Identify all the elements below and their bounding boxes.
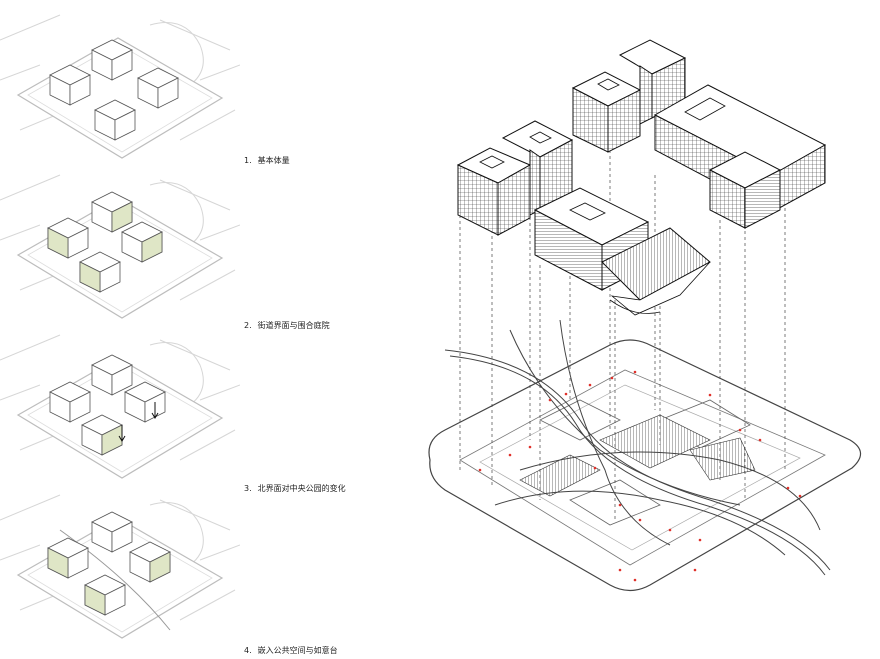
- step-4-label: 4.嵌入公共空间与如意台: [244, 646, 338, 655]
- step-1-diagram: [0, 14, 240, 159]
- projection-lines: [459, 150, 786, 520]
- building-east-block: [653, 84, 827, 229]
- step-4-diagram: [0, 494, 240, 639]
- step-1-label: 1.基本体量: [244, 156, 290, 165]
- step-3-label: 3.北界面对中央公园的变化: [244, 484, 346, 493]
- building-central-podium: [533, 187, 711, 316]
- step-diagrams: [0, 14, 240, 639]
- building-north-towers: [571, 39, 687, 153]
- exploded-axonometric: [428, 39, 862, 592]
- ground-site-plan: [428, 319, 862, 592]
- step-2-diagram: [0, 174, 240, 319]
- step-3-diagram: [0, 334, 240, 479]
- step-2-label: 2.街道界面与围合庭院: [244, 321, 330, 330]
- building-west-towers: [456, 120, 574, 236]
